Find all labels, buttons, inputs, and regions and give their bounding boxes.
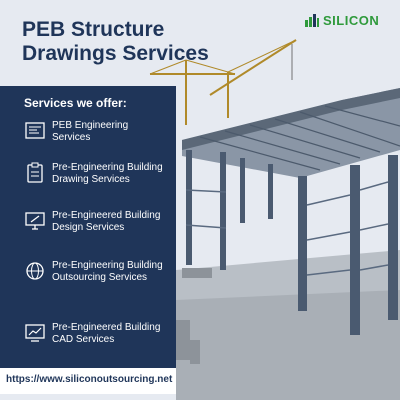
service-label: Pre-Engineered Building Design Services <box>52 210 161 233</box>
silicon-logo: SILICON <box>304 12 379 28</box>
page-title: PEB Structure Drawings Services <box>22 18 209 65</box>
service-label: Pre-Engineering Building Drawing Service… <box>52 162 163 185</box>
logo-name: SILICON <box>323 12 380 28</box>
globe-icon <box>26 262 44 280</box>
service-label: Pre-Engineered Building CAD Services <box>52 322 161 345</box>
service-item-drawing: Pre-Engineering Building Drawing Service… <box>24 162 167 186</box>
service-label: PEB Engineering Services <box>52 120 129 143</box>
service-item-peb-engineering: PEB Engineering Services <box>24 120 167 144</box>
service-item-outsourcing: Pre-Engineering Building Outsourcing Ser… <box>24 260 167 284</box>
service-item-cad: Pre-Engineered Building CAD Services <box>24 322 167 346</box>
service-item-design: Pre-Engineered Building Design Services <box>24 210 167 234</box>
website-link[interactable]: https://www.siliconoutsourcing.net <box>6 374 173 385</box>
service-label: Pre-Engineering Building Outsourcing Ser… <box>52 260 163 283</box>
url-bar: https://www.siliconoutsourcing.net <box>0 368 176 394</box>
monitor-pen-icon <box>25 212 45 230</box>
blueprint-icon <box>25 122 45 139</box>
clipboard-icon <box>27 162 43 183</box>
chart-screen-icon <box>25 324 45 342</box>
services-heading: Services we offer: <box>24 96 127 110</box>
silicon-logo-icon <box>305 14 319 27</box>
services-panel: Services we offer: PEB Engineering Servi… <box>0 86 176 368</box>
